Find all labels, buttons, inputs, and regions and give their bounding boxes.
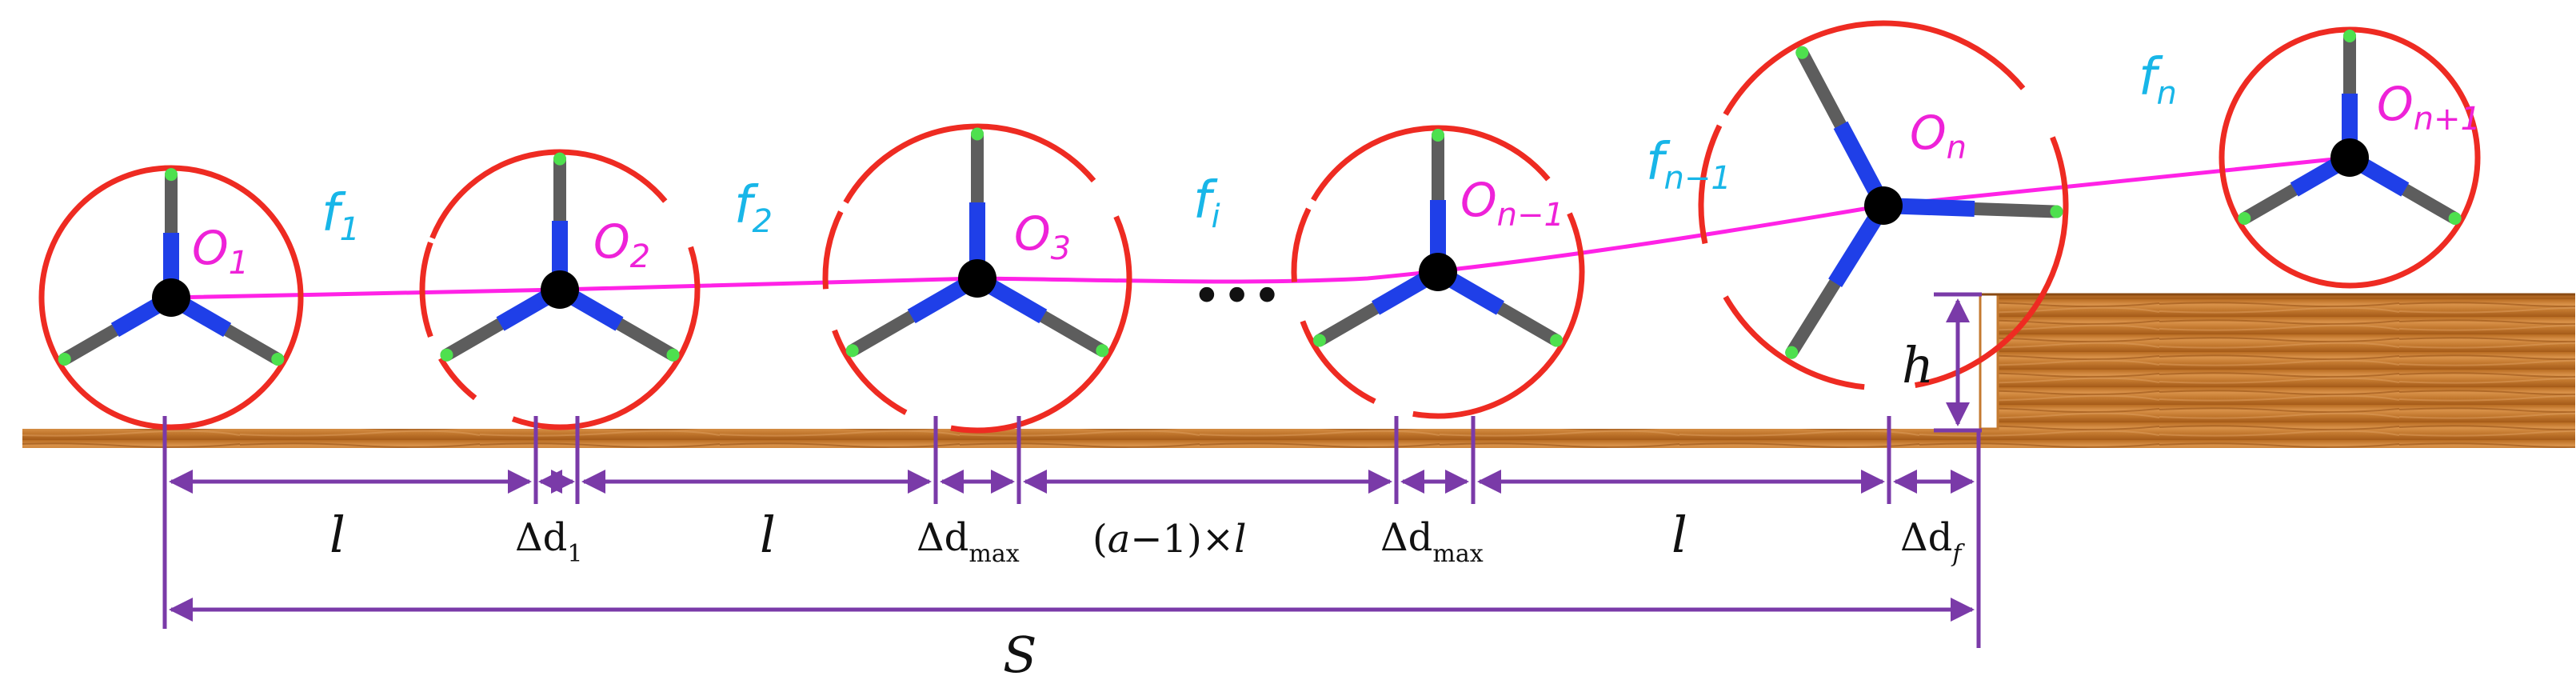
- dim-label-ddmax1: Δdmax: [917, 515, 1020, 568]
- wheel-spoke: [613, 318, 680, 362]
- wheel-spoke-tip: [1550, 334, 1564, 347]
- wheel-spoke: [1312, 302, 1383, 347]
- wheel-3: [822, 123, 1132, 434]
- wheel-2: [419, 149, 701, 430]
- wheel-spoke-tip: [165, 168, 178, 182]
- wheel-spoke: [1493, 302, 1564, 347]
- wheel-hub: [958, 259, 996, 298]
- wheel-spoke-tip: [58, 352, 71, 366]
- wheel-rim-arc: [832, 329, 908, 415]
- wheel-rim-arc: [429, 149, 668, 239]
- wheel-spoke-tip: [440, 348, 453, 362]
- wheel-spoke: [2238, 183, 2301, 225]
- wheel-rim-arc: [1300, 320, 1376, 404]
- center-label-on: On: [1910, 106, 1967, 166]
- wheel-spoke-tip: [2238, 212, 2251, 225]
- trajectory-path: [170, 155, 2350, 300]
- wheel-spoke-tip: [271, 352, 285, 366]
- wheel-spoke: [1785, 276, 1842, 359]
- wheel-spoke-tip: [2050, 205, 2063, 218]
- wheel-rim-arc: [1698, 124, 1723, 245]
- wheel-rim-arc: [38, 165, 304, 430]
- dim-label-l2: l: [760, 506, 776, 564]
- wheel-spoke-tip: [1432, 129, 1444, 142]
- wheel-spoke: [845, 310, 918, 358]
- dim-label-l3: l: [1671, 506, 1687, 564]
- wheel-spoke-tip: [1312, 334, 1326, 347]
- dim-label-dd1: Δd1: [515, 515, 582, 568]
- extension-lines: [162, 416, 1981, 648]
- wheel-spoke-tip: [1096, 344, 1109, 358]
- force-label-fn: fn: [2139, 48, 2177, 112]
- step-block: [1995, 294, 2575, 448]
- wheel-rim-arc: [950, 215, 1132, 434]
- wheel-spoke: [58, 323, 122, 366]
- dim-label-total-s: S: [1003, 626, 1036, 684]
- step-height-label: h: [1902, 336, 1934, 394]
- wheel-spoke-tip: [2448, 212, 2462, 225]
- wheel-spoke: [221, 323, 285, 366]
- wheel-hub: [1864, 186, 1903, 225]
- dim-label-multi-l: (a−1)×l: [1092, 517, 1246, 562]
- wheel-rim-arc: [419, 241, 433, 338]
- wheel-rim-arc: [1723, 20, 2026, 116]
- force-label-f1: f1: [322, 184, 360, 248]
- center-label-o3: O3: [1014, 206, 1071, 267]
- center-label-on-1: On−1: [1460, 173, 1564, 234]
- wheel-4: [1291, 125, 1585, 419]
- wheel-spoke-tip: [553, 152, 566, 166]
- wheel-spoke-tip: [1785, 346, 1799, 359]
- wheel-spoke: [440, 318, 507, 362]
- step-height-dimension: [1934, 292, 1982, 433]
- wheel-hub: [152, 278, 190, 317]
- wheel-rim-arc: [1291, 207, 1312, 282]
- force-label-fi: fi: [1193, 171, 1220, 235]
- dim-label-ddmax2: Δdmax: [1380, 515, 1484, 568]
- wheel-rim-arc: [1412, 212, 1585, 419]
- center-label-o1: O1: [192, 221, 249, 282]
- dim-label-ddf: Δdf: [1900, 515, 1965, 568]
- wheel-1: [38, 165, 304, 430]
- force-label-fn-1: fn−1: [1646, 133, 1731, 197]
- wheel-hub: [541, 270, 579, 309]
- ellipsis: •••: [1192, 267, 1282, 326]
- wheel-rim-arc: [822, 210, 844, 290]
- wheel-spoke: [1036, 310, 1109, 358]
- dim-label-l1: l: [329, 506, 345, 564]
- wheel-spoke: [2398, 183, 2462, 225]
- wheel-6: [2219, 26, 2481, 289]
- wheel-spoke-tip: [2343, 30, 2356, 42]
- force-label-f2: f2: [734, 176, 773, 240]
- wheel-spoke: [1795, 46, 1847, 132]
- center-label-o2: O2: [593, 214, 650, 275]
- wheel-hub: [2330, 138, 2369, 177]
- wheel-rim-arc: [1311, 125, 1551, 202]
- wheel-spoke: [1967, 202, 2063, 218]
- wheel-rim-arc: [438, 357, 477, 401]
- wheel-hub: [1419, 253, 1457, 291]
- wheel-rim-arc: [1723, 295, 1865, 390]
- wheel-spoke-tip: [666, 348, 680, 362]
- wheel-spoke-tip: [1795, 46, 1809, 59]
- wheel-rim-arc: [511, 246, 701, 430]
- dimension-arrows: [169, 470, 1975, 622]
- wheel-5: [1698, 20, 2069, 390]
- center-label-on+1: On+1: [2377, 77, 2481, 138]
- wheel-spoke-tip: [845, 344, 859, 358]
- wheel-spoke-tip: [971, 127, 984, 141]
- wheel-rim-arc: [843, 123, 1096, 204]
